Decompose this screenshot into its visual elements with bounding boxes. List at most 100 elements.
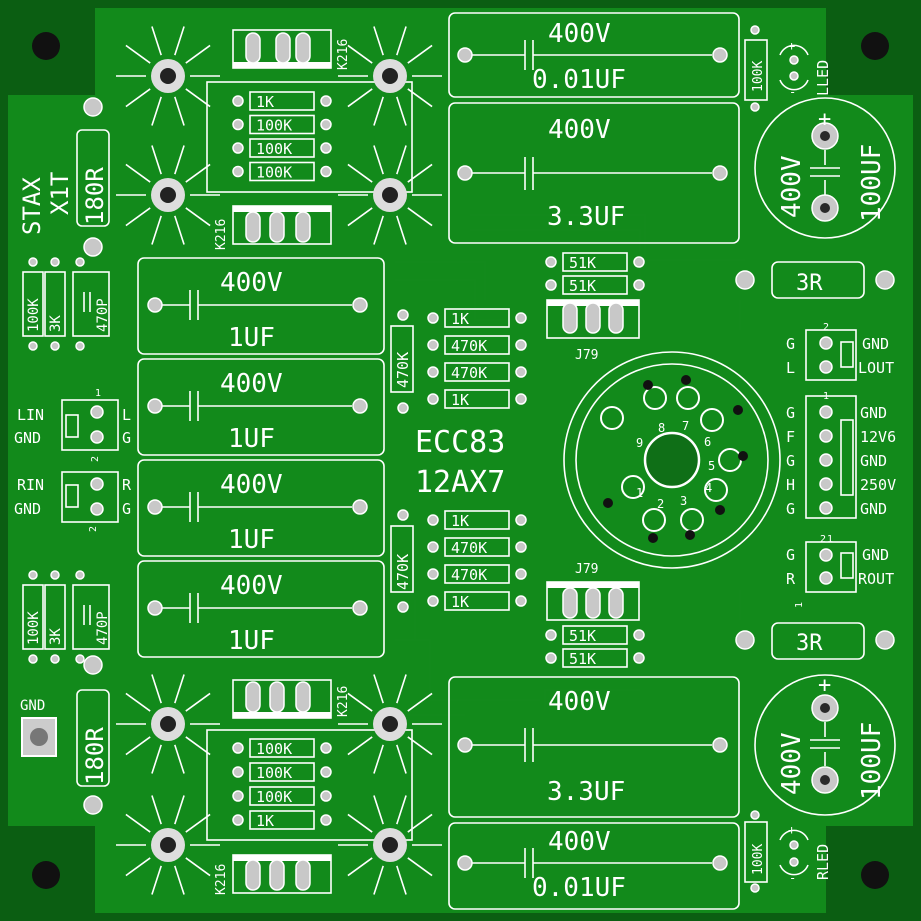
heatsink-fin — [407, 207, 433, 227]
resistor-470k-upper: 470K — [390, 309, 414, 414]
cap-1uf-value: 1UF — [228, 525, 275, 555]
cap-1uf-body — [137, 560, 385, 658]
connector-rin: RIN GND R G 2 — [14, 471, 132, 532]
heatsink-fin — [185, 207, 211, 227]
elec-bottom-voltage: 400V — [777, 732, 807, 795]
heatsink-fin — [185, 692, 211, 712]
heatsink-fin — [407, 692, 433, 712]
pad — [515, 366, 527, 378]
heatsink-fin — [174, 145, 185, 175]
resistor-body — [44, 271, 66, 337]
j79-upper-label: J79 — [575, 348, 598, 363]
heatsink-fin — [347, 44, 373, 64]
heatsink-fin — [125, 736, 151, 756]
resistor-body — [249, 738, 315, 758]
lout-right2: LOUT — [858, 359, 894, 377]
via — [681, 375, 691, 385]
power-left-label: G — [786, 500, 795, 518]
resistor-body — [562, 625, 628, 645]
r3-top-label: 3R — [796, 271, 823, 296]
heatsink-fin — [125, 207, 151, 227]
film-cap-bottom-2: 400V 0.01UF — [448, 822, 740, 910]
pad — [427, 393, 439, 405]
pad — [515, 595, 527, 607]
cap-symbol — [162, 492, 352, 522]
lout-left2: L — [786, 359, 795, 377]
pad — [352, 600, 368, 616]
connector-lin: LIN GND L G 1 2 — [14, 388, 131, 462]
heatsink-fin — [151, 26, 162, 56]
tube-pin-label: 7 — [682, 419, 689, 433]
resistor-body — [444, 591, 510, 611]
pad — [545, 629, 557, 641]
resistor-body — [562, 252, 628, 272]
heatsink-fin — [373, 744, 384, 774]
tube-pin-label: 2 — [657, 497, 664, 511]
mounting-hole — [861, 32, 889, 60]
lin-num1: 1 — [95, 388, 101, 399]
mid-upper-label: 470K — [451, 364, 487, 382]
via — [685, 530, 695, 540]
reg-label-top-upper: K216 — [336, 39, 351, 70]
pad — [633, 652, 645, 664]
bottom-stack-label: 100K — [256, 740, 292, 758]
elec-bottom-plus: + — [818, 673, 831, 698]
resistor-180r-top: 180R — [76, 97, 110, 257]
heatsink-fin — [347, 163, 373, 183]
pad — [633, 629, 645, 641]
heatsink-fin — [373, 96, 384, 126]
mounting-hole — [32, 861, 60, 889]
heatsink-fin — [396, 96, 407, 126]
jumper-lower: J79 — [546, 562, 640, 621]
pad — [75, 257, 85, 267]
heatsink-fin — [347, 857, 373, 877]
rin-right1: R — [122, 476, 132, 494]
heatsink-fin — [185, 44, 211, 64]
pad — [28, 570, 38, 580]
heatsink-fin — [151, 744, 162, 774]
tube-pin-label: 6 — [704, 435, 711, 449]
pad — [50, 341, 60, 351]
heatsink-fin — [151, 96, 162, 126]
pad — [427, 312, 439, 324]
pad — [545, 256, 557, 268]
pad — [232, 742, 244, 754]
via — [603, 498, 613, 508]
r470k-upper-label: 470K — [394, 352, 412, 388]
gnd-pad: GND — [20, 698, 57, 757]
heatsink-fin — [174, 795, 185, 825]
lin-right1: L — [122, 406, 131, 424]
heatsink-fin — [151, 215, 162, 245]
resistor-470k-lower: 470K — [390, 509, 414, 613]
pad — [320, 118, 332, 131]
elec-top-plus: + — [818, 107, 831, 132]
resistor-body — [249, 114, 315, 135]
led-top-minus: - — [789, 85, 796, 99]
heatsink-fin — [174, 865, 185, 895]
pad — [320, 790, 332, 802]
led-top-plus: + — [788, 39, 795, 53]
pad — [232, 165, 244, 178]
pad — [819, 405, 833, 419]
heatsink-fin — [373, 674, 384, 704]
cap-top-2-value: 3.3UF — [547, 202, 625, 232]
r3-bottom-label: 3R — [796, 631, 823, 656]
elec-bottom-value: 100UF — [857, 722, 887, 800]
heatsink-fin — [151, 795, 162, 825]
film-cap-top-1: 400V 0.01UF — [448, 12, 740, 98]
cap-1uf-voltage: 400V — [220, 571, 283, 601]
resistor-body — [249, 786, 315, 806]
pad — [232, 766, 244, 778]
r51k-lower-label: 51K — [569, 627, 596, 645]
pad — [819, 429, 833, 443]
heatsink-fin — [185, 857, 211, 877]
r180-top-label: 180R — [81, 167, 109, 225]
power-right-label: GND — [860, 404, 887, 422]
heatsink-fin — [373, 145, 384, 175]
cap-1uf-voltage: 400V — [220, 470, 283, 500]
led-bottom-label: RLED — [814, 844, 832, 880]
left-res-label: 3K — [48, 628, 64, 645]
heatsink-fin — [347, 736, 373, 756]
pad — [50, 654, 60, 664]
cap-top-2-voltage: 400V — [548, 115, 611, 145]
